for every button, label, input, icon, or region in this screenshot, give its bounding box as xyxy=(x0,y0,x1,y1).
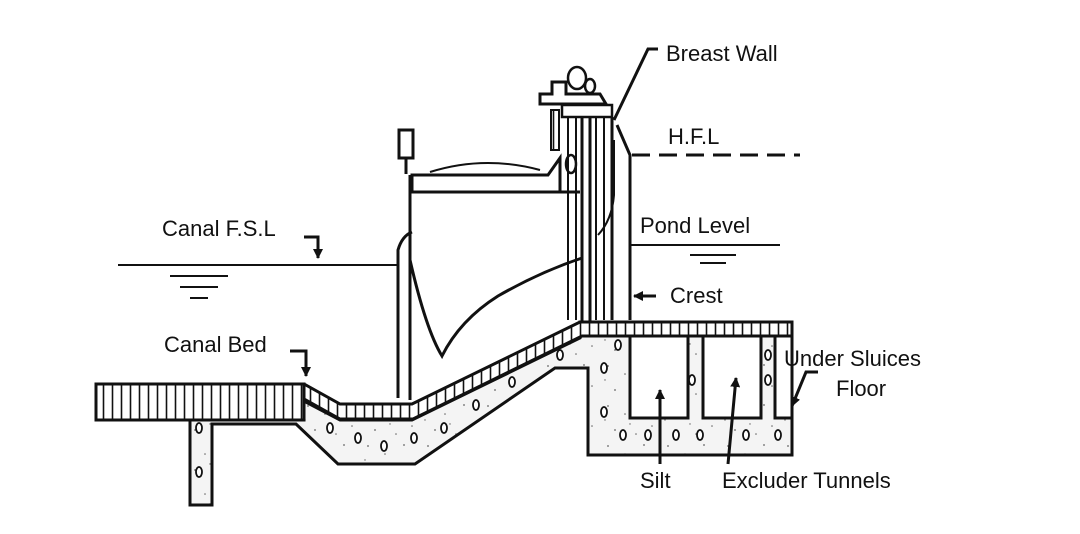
label-crest: Crest xyxy=(670,283,723,308)
hoist-box xyxy=(397,128,415,160)
label-hfl: H.F.L xyxy=(668,124,719,149)
breast-wall-leader xyxy=(612,47,658,121)
breast-wall-tower xyxy=(538,65,632,320)
label-canal-fsl: Canal F.S.L xyxy=(162,216,276,241)
excluder-arrow xyxy=(726,377,741,465)
curved-gate xyxy=(408,256,583,360)
label-under-sluices: Under Sluices xyxy=(784,346,921,371)
label-breast-wall: Breast Wall xyxy=(666,41,778,66)
excluder-tunnel-3 xyxy=(773,334,794,420)
under-sluices-arrow xyxy=(790,370,818,407)
label-canal-bed: Canal Bed xyxy=(164,332,267,357)
canal-bed-arrow xyxy=(290,349,311,377)
canal-fsl-arrow xyxy=(304,235,323,259)
labels: Breast Wall H.F.L Canal F.S.L Pond Level… xyxy=(162,41,921,493)
leader-lines xyxy=(290,47,818,465)
label-pond-level: Pond Level xyxy=(640,213,750,238)
water-levels xyxy=(118,153,800,299)
label-silt: Silt xyxy=(640,468,671,493)
operating-platform xyxy=(397,128,578,194)
hoist-wheel xyxy=(566,65,588,91)
label-excluder-tunnels: Excluder Tunnels xyxy=(722,468,891,493)
label-floor: Floor xyxy=(836,376,886,401)
excluder-tunnel-2 xyxy=(701,334,763,420)
excluder-tunnels xyxy=(628,334,794,420)
